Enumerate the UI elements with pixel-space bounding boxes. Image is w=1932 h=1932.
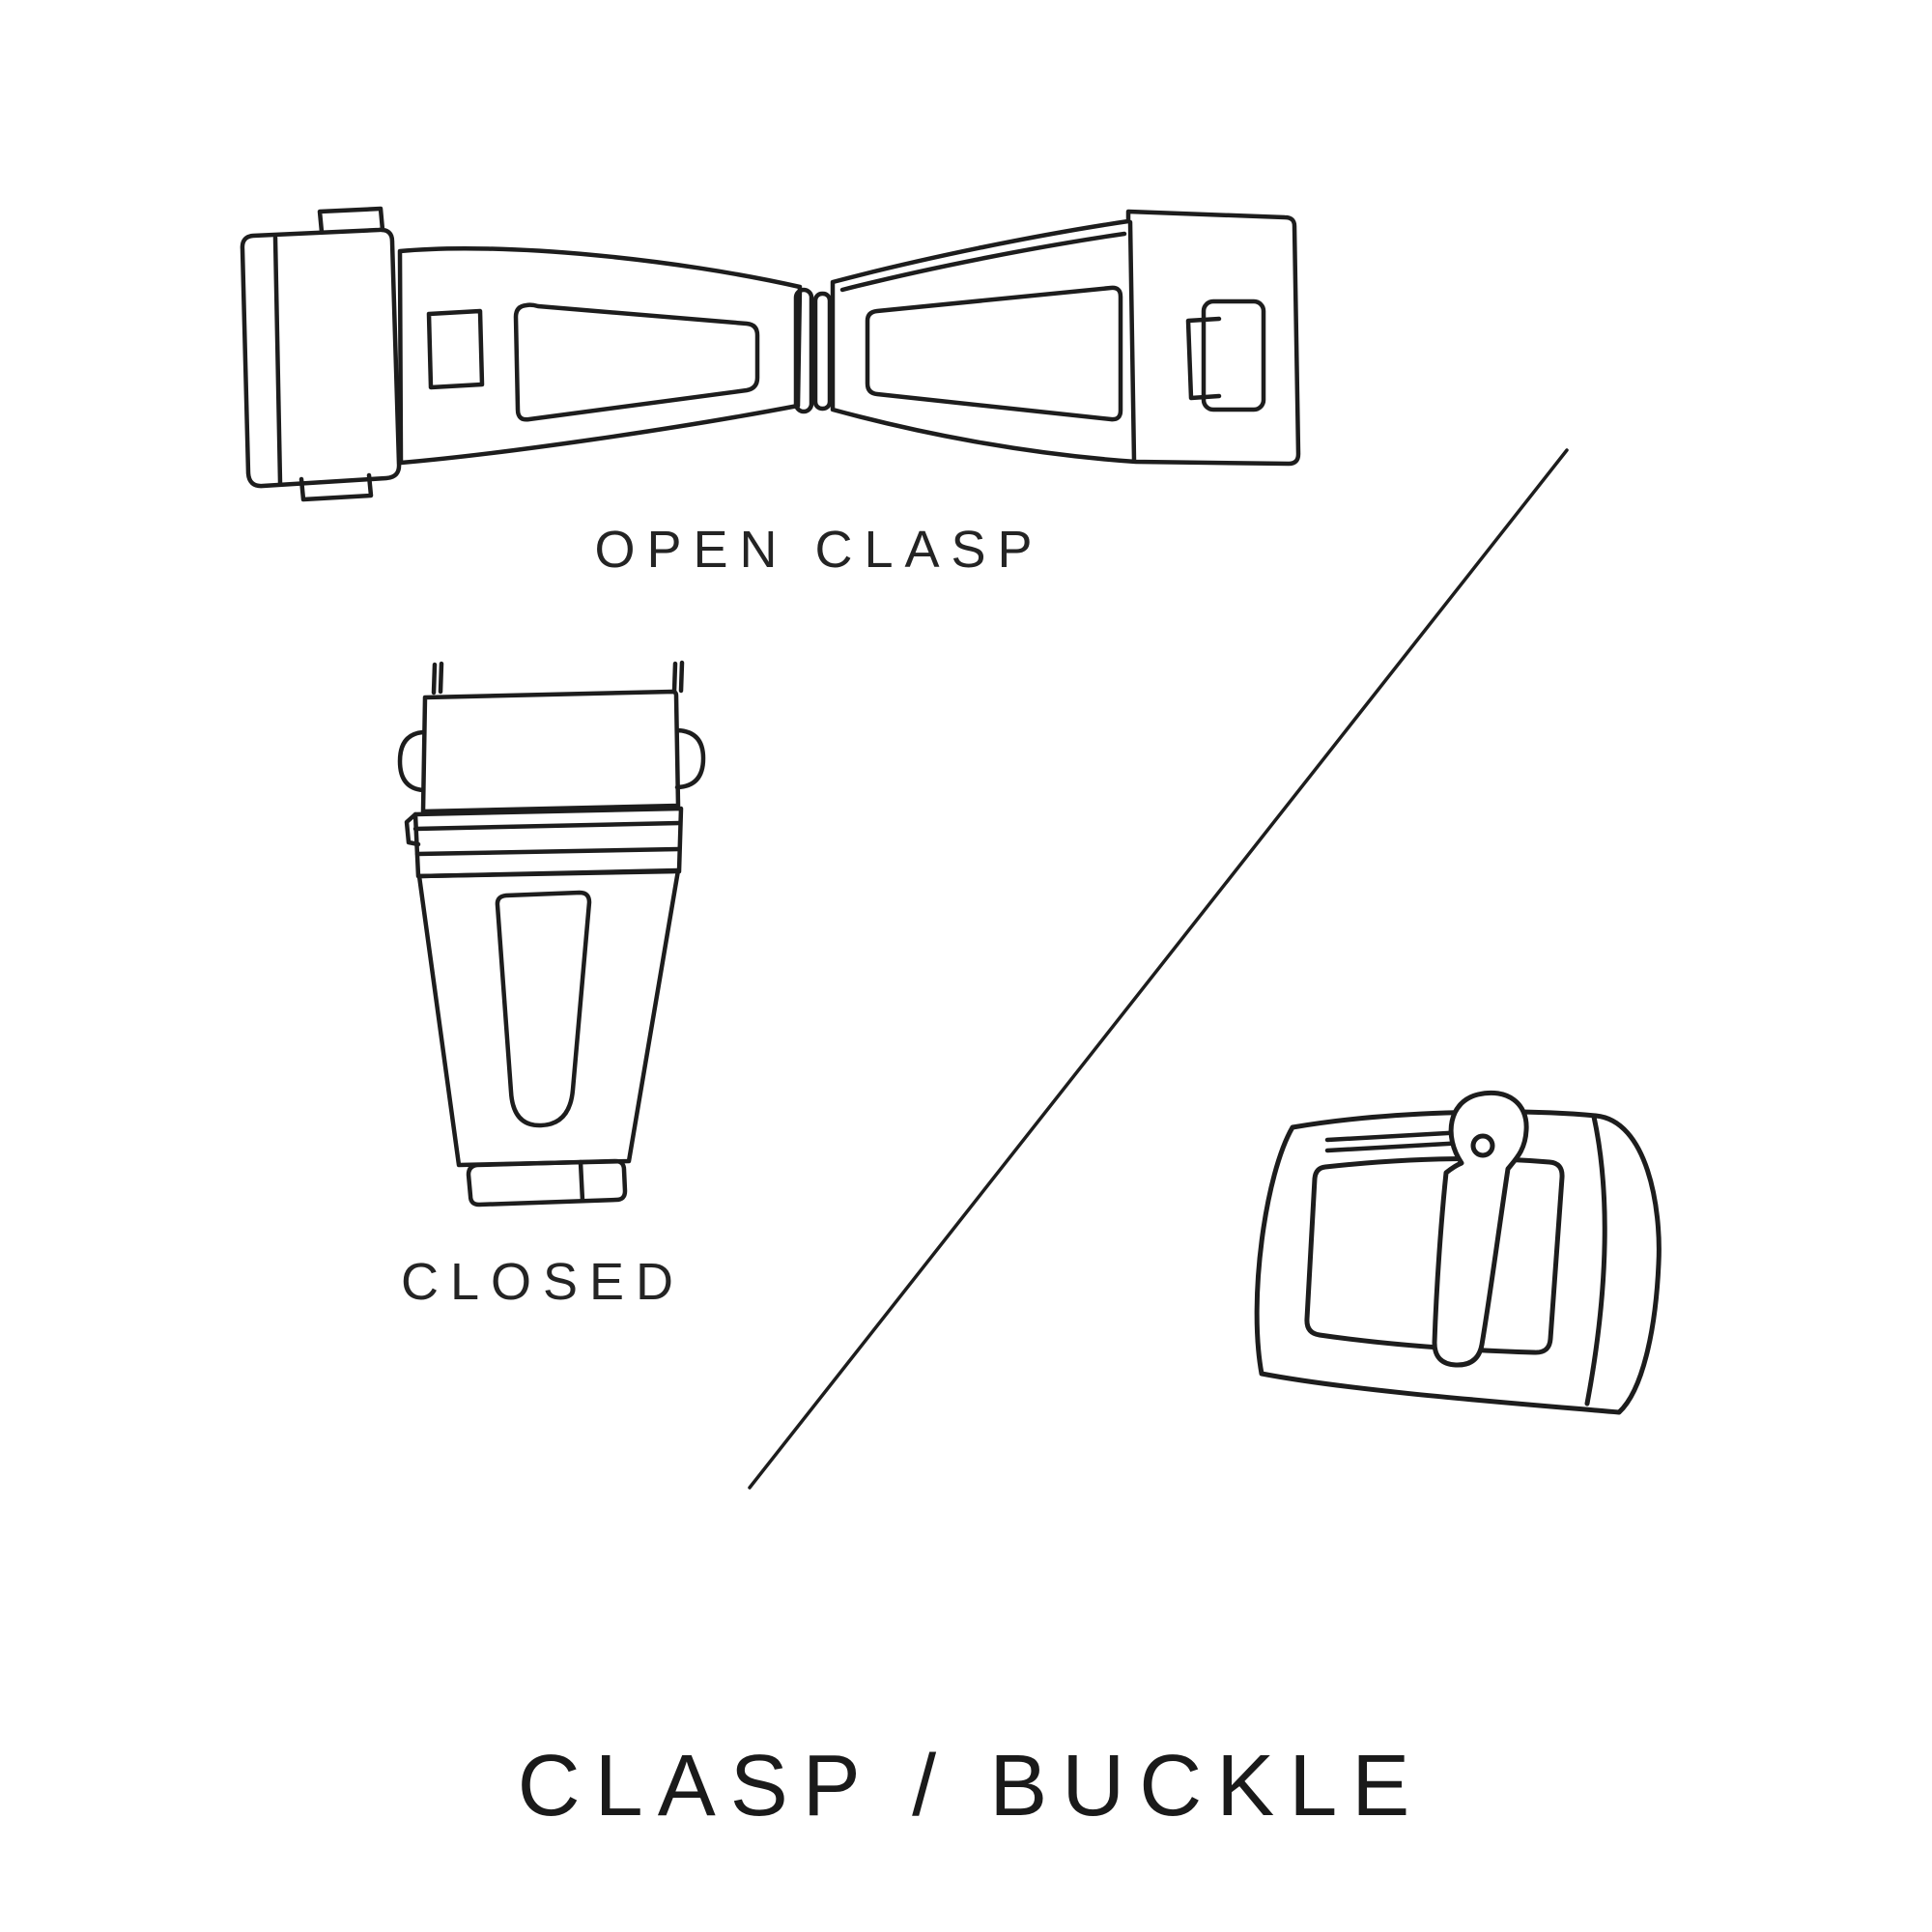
- open-clasp-latch-hook: [1185, 316, 1222, 401]
- open-clasp-left-window: [513, 302, 760, 422]
- closed-clasp-prong-left: [431, 661, 444, 696]
- buckle-pivot-ring: [1470, 1133, 1495, 1158]
- open-clasp-left-notch: [426, 308, 485, 390]
- open-clasp-label: OPEN CLASP: [594, 521, 1044, 579]
- open-clasp-left-arm: [397, 245, 803, 466]
- open-clasp-hinge-bar-2: [812, 291, 833, 412]
- open-clasp-bottom-tab: [298, 472, 374, 502]
- closed-clasp-right-bump: [674, 727, 706, 790]
- closed-clasp-band-line-1: [412, 820, 683, 832]
- open-clasp-right-window: [865, 285, 1123, 422]
- closed-clasp-prong-right: [671, 660, 685, 695]
- closed-clasp-illustration: [397, 660, 706, 1208]
- open-clasp-right-arm: [830, 209, 1301, 467]
- open-clasp-top-tab: [317, 206, 385, 235]
- open-clasp-latch-slot: [1201, 298, 1266, 412]
- open-clasp-right-edge-line: [839, 231, 1127, 293]
- closed-clasp-bottom-bar: [466, 1158, 628, 1208]
- buckle-tongue: [1432, 1090, 1529, 1368]
- closed-clasp-label: CLOSED: [400, 1253, 686, 1311]
- closed-clasp-top-block: [420, 689, 681, 814]
- open-clasp-end-block: [240, 227, 402, 489]
- buckle-band-inner-edge: [1584, 1114, 1607, 1406]
- closed-clasp-band-line-2: [414, 846, 682, 857]
- buckle-spring-bar: [1324, 1129, 1467, 1153]
- divider-line: [748, 448, 1569, 1490]
- closed-clasp-body: [416, 867, 681, 1168]
- diagram-title: CLASP / BUCKLE: [517, 1738, 1425, 1834]
- closed-clasp-left-bump: [397, 729, 426, 793]
- buckle-illustration: [1254, 1090, 1662, 1415]
- closed-clasp-slot: [495, 890, 592, 1128]
- closed-clasp-bottom-bar-line: [578, 1159, 585, 1204]
- closed-clasp-band-bevel: [404, 811, 421, 847]
- open-clasp-hinge-bar-1: [793, 287, 814, 414]
- closed-clasp-band: [412, 806, 684, 879]
- open-clasp-fold-line: [272, 235, 283, 486]
- buckle-frame: [1254, 1109, 1662, 1415]
- open-clasp-illustration: [240, 206, 1301, 502]
- open-clasp-right-joint-line: [1127, 219, 1137, 464]
